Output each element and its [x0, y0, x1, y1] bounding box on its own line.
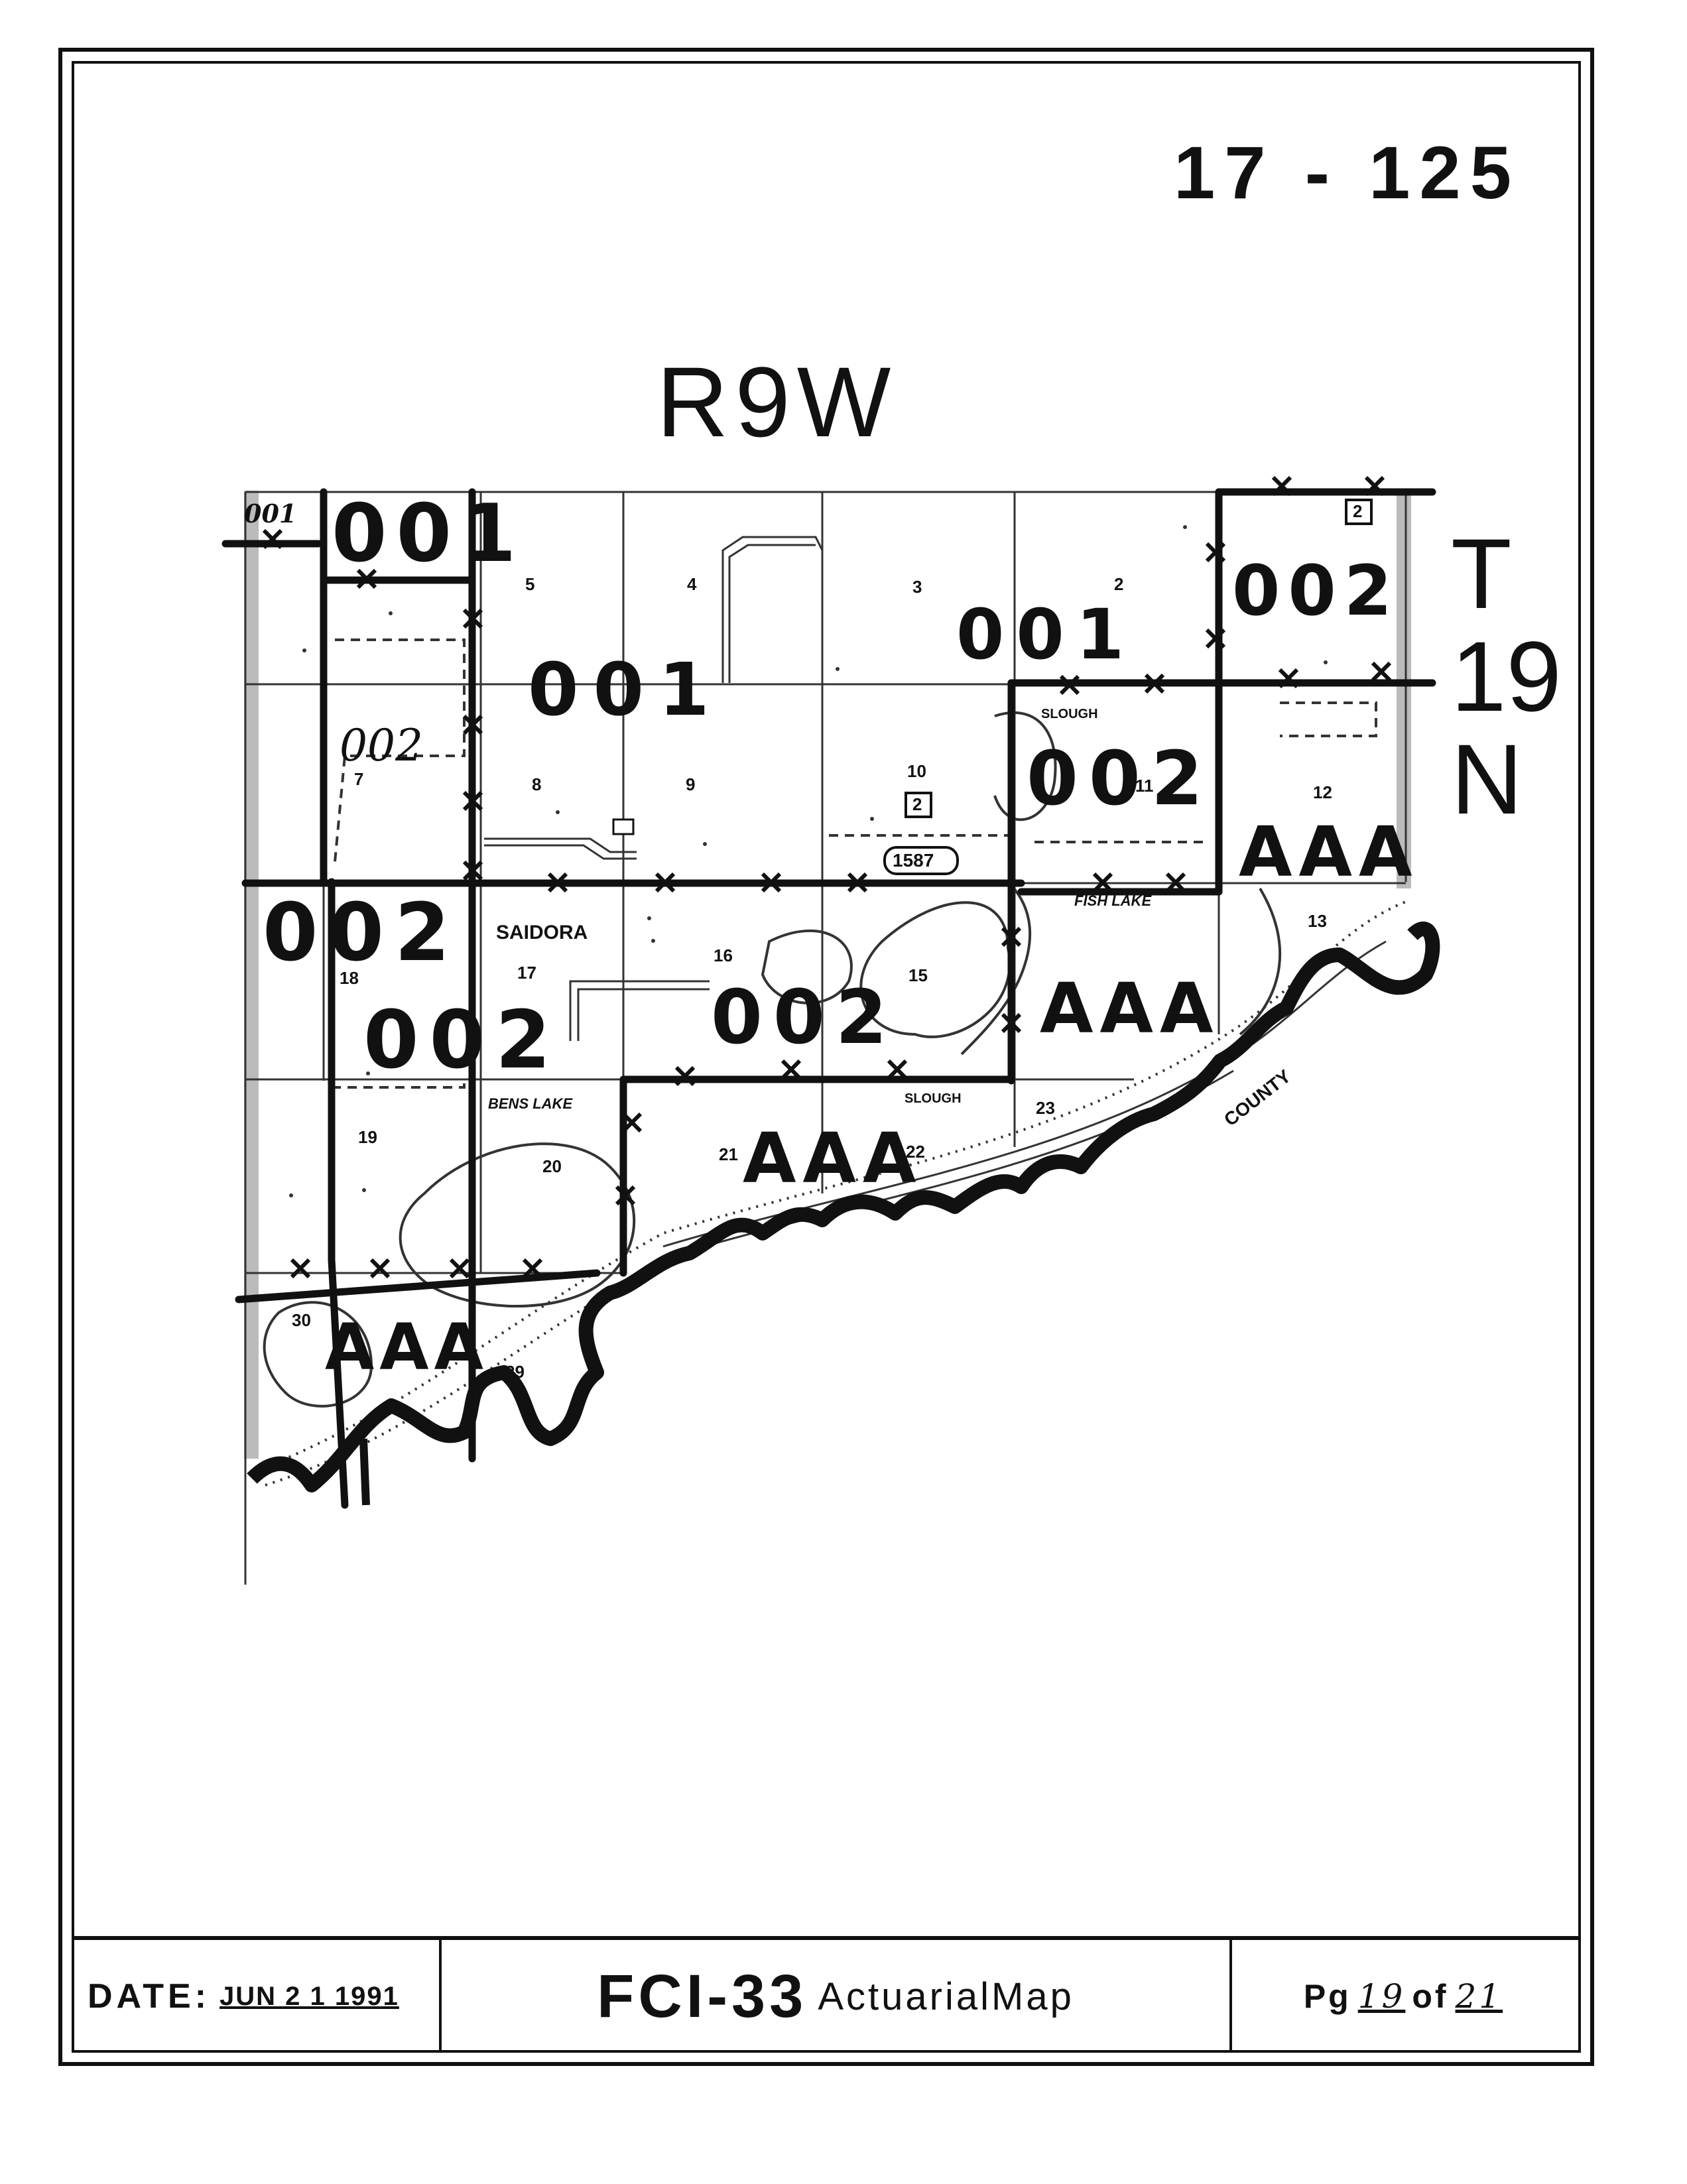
zone-code-001: 001: [332, 488, 526, 580]
section-number: 8: [532, 774, 542, 794]
river-boundary: [247, 922, 1440, 1492]
section-number: 16: [714, 945, 733, 965]
section-number: 21: [719, 1144, 738, 1164]
section-number: 4: [687, 574, 697, 594]
highway-stub: [359, 1438, 370, 1506]
range-label: R9W: [656, 346, 898, 457]
house-dot: [703, 842, 707, 846]
footer-bar: DATE: JUN 2 1 1991 FCI-33 ActuarialMap P…: [72, 1936, 1581, 2053]
highway-label: 1587: [893, 850, 934, 871]
section-number: 19: [358, 1127, 377, 1147]
zone-code-002: 002: [711, 975, 898, 1061]
house-dot: [362, 1188, 366, 1192]
house-dot: [870, 817, 874, 821]
zone-code-001: 001: [956, 594, 1137, 675]
section-number: 2: [1114, 574, 1124, 594]
dashed-boundaries: [332, 638, 1377, 1089]
section-number: 7: [354, 769, 364, 789]
section-number: 22: [906, 1142, 925, 1162]
house-dot: [651, 939, 655, 943]
section-number: 9: [686, 774, 696, 794]
route-shields: [612, 499, 1373, 875]
title-cell: FCI-33 ActuarialMap: [439, 1940, 1229, 2053]
water-features: [263, 711, 1282, 1408]
township-letter-t: T: [1451, 518, 1512, 629]
zone-code-aaa: AAA: [1239, 812, 1419, 892]
zone-code-002: 002: [363, 995, 562, 1087]
zone-code-aaa: AAA: [325, 1310, 489, 1384]
section-number: 15: [908, 965, 928, 985]
township-letter-n: N: [1451, 723, 1523, 835]
section-number: 12: [1313, 782, 1332, 802]
section-number: 23: [1036, 1098, 1055, 1118]
house-dot: [289, 1193, 293, 1197]
of-label: of: [1412, 1978, 1449, 2015]
house-dot: [389, 611, 393, 615]
slough-label: SLOUGH: [1041, 707, 1098, 721]
house-dot: [556, 810, 560, 814]
zone-code-001: 001: [244, 499, 297, 528]
boundary-x-marks: [262, 475, 1392, 1279]
section-number: 5: [525, 574, 535, 594]
house-dot: [366, 1071, 370, 1075]
house-dot: [1183, 525, 1187, 529]
section-number: 20: [542, 1156, 562, 1176]
section-number: 11: [1135, 776, 1154, 796]
outer-frame: [58, 48, 1594, 2066]
slough-label: SLOUGH: [905, 1091, 962, 1106]
lake-label: FISH LAKE: [1074, 892, 1152, 909]
title-text: ActuarialMap: [818, 1974, 1074, 2018]
date-label: DATE:: [88, 1977, 211, 2016]
zone-code-001: 001: [528, 647, 724, 732]
west-border-strip: [244, 491, 259, 1459]
house-dot: [1324, 660, 1328, 664]
section-number: 30: [292, 1310, 311, 1330]
township-number: 19: [1451, 621, 1562, 732]
date-cell: DATE: JUN 2 1 1991: [72, 1940, 439, 2053]
house-dot: [647, 916, 651, 920]
house-dot: [836, 667, 840, 671]
zone-code-002: 002: [1232, 550, 1401, 631]
date-value: JUN 2 1 1991: [219, 1981, 399, 2011]
page-total: 21: [1455, 1977, 1503, 2016]
map-number: 17 - 125: [1174, 131, 1521, 214]
road-network: [330, 536, 824, 1459]
zone-code-002: 002: [263, 887, 461, 979]
page-label: Pg: [1303, 1978, 1351, 2015]
section-number: 29: [505, 1362, 525, 1382]
page-cell: Pg 19 of 21: [1229, 1940, 1581, 2053]
section-number: 13: [1308, 911, 1327, 931]
section-number: 10: [907, 761, 926, 781]
section-number: 17: [517, 963, 536, 983]
title-code: FCI-33: [597, 1962, 808, 2030]
lake-label: BENS LAKE: [488, 1095, 573, 1112]
section-number: 18: [340, 968, 359, 988]
east-border-strip: [1397, 491, 1411, 888]
zone-code-002: 002: [340, 720, 423, 771]
town-label: SAIDORA: [496, 922, 588, 943]
zone-boundaries: [221, 488, 1436, 1509]
zone-code-aaa: AAA: [743, 1118, 923, 1199]
house-dot: [302, 648, 306, 652]
inner-frame: [72, 61, 1581, 2053]
section-number: 3: [912, 577, 922, 597]
zone-code-aaa: AAA: [1040, 968, 1220, 1049]
state-route-label: 2: [1353, 501, 1363, 521]
page-number: 19: [1357, 1977, 1406, 2016]
state-route-label: 2: [912, 794, 922, 814]
zone-code-002: 002: [1027, 736, 1214, 822]
